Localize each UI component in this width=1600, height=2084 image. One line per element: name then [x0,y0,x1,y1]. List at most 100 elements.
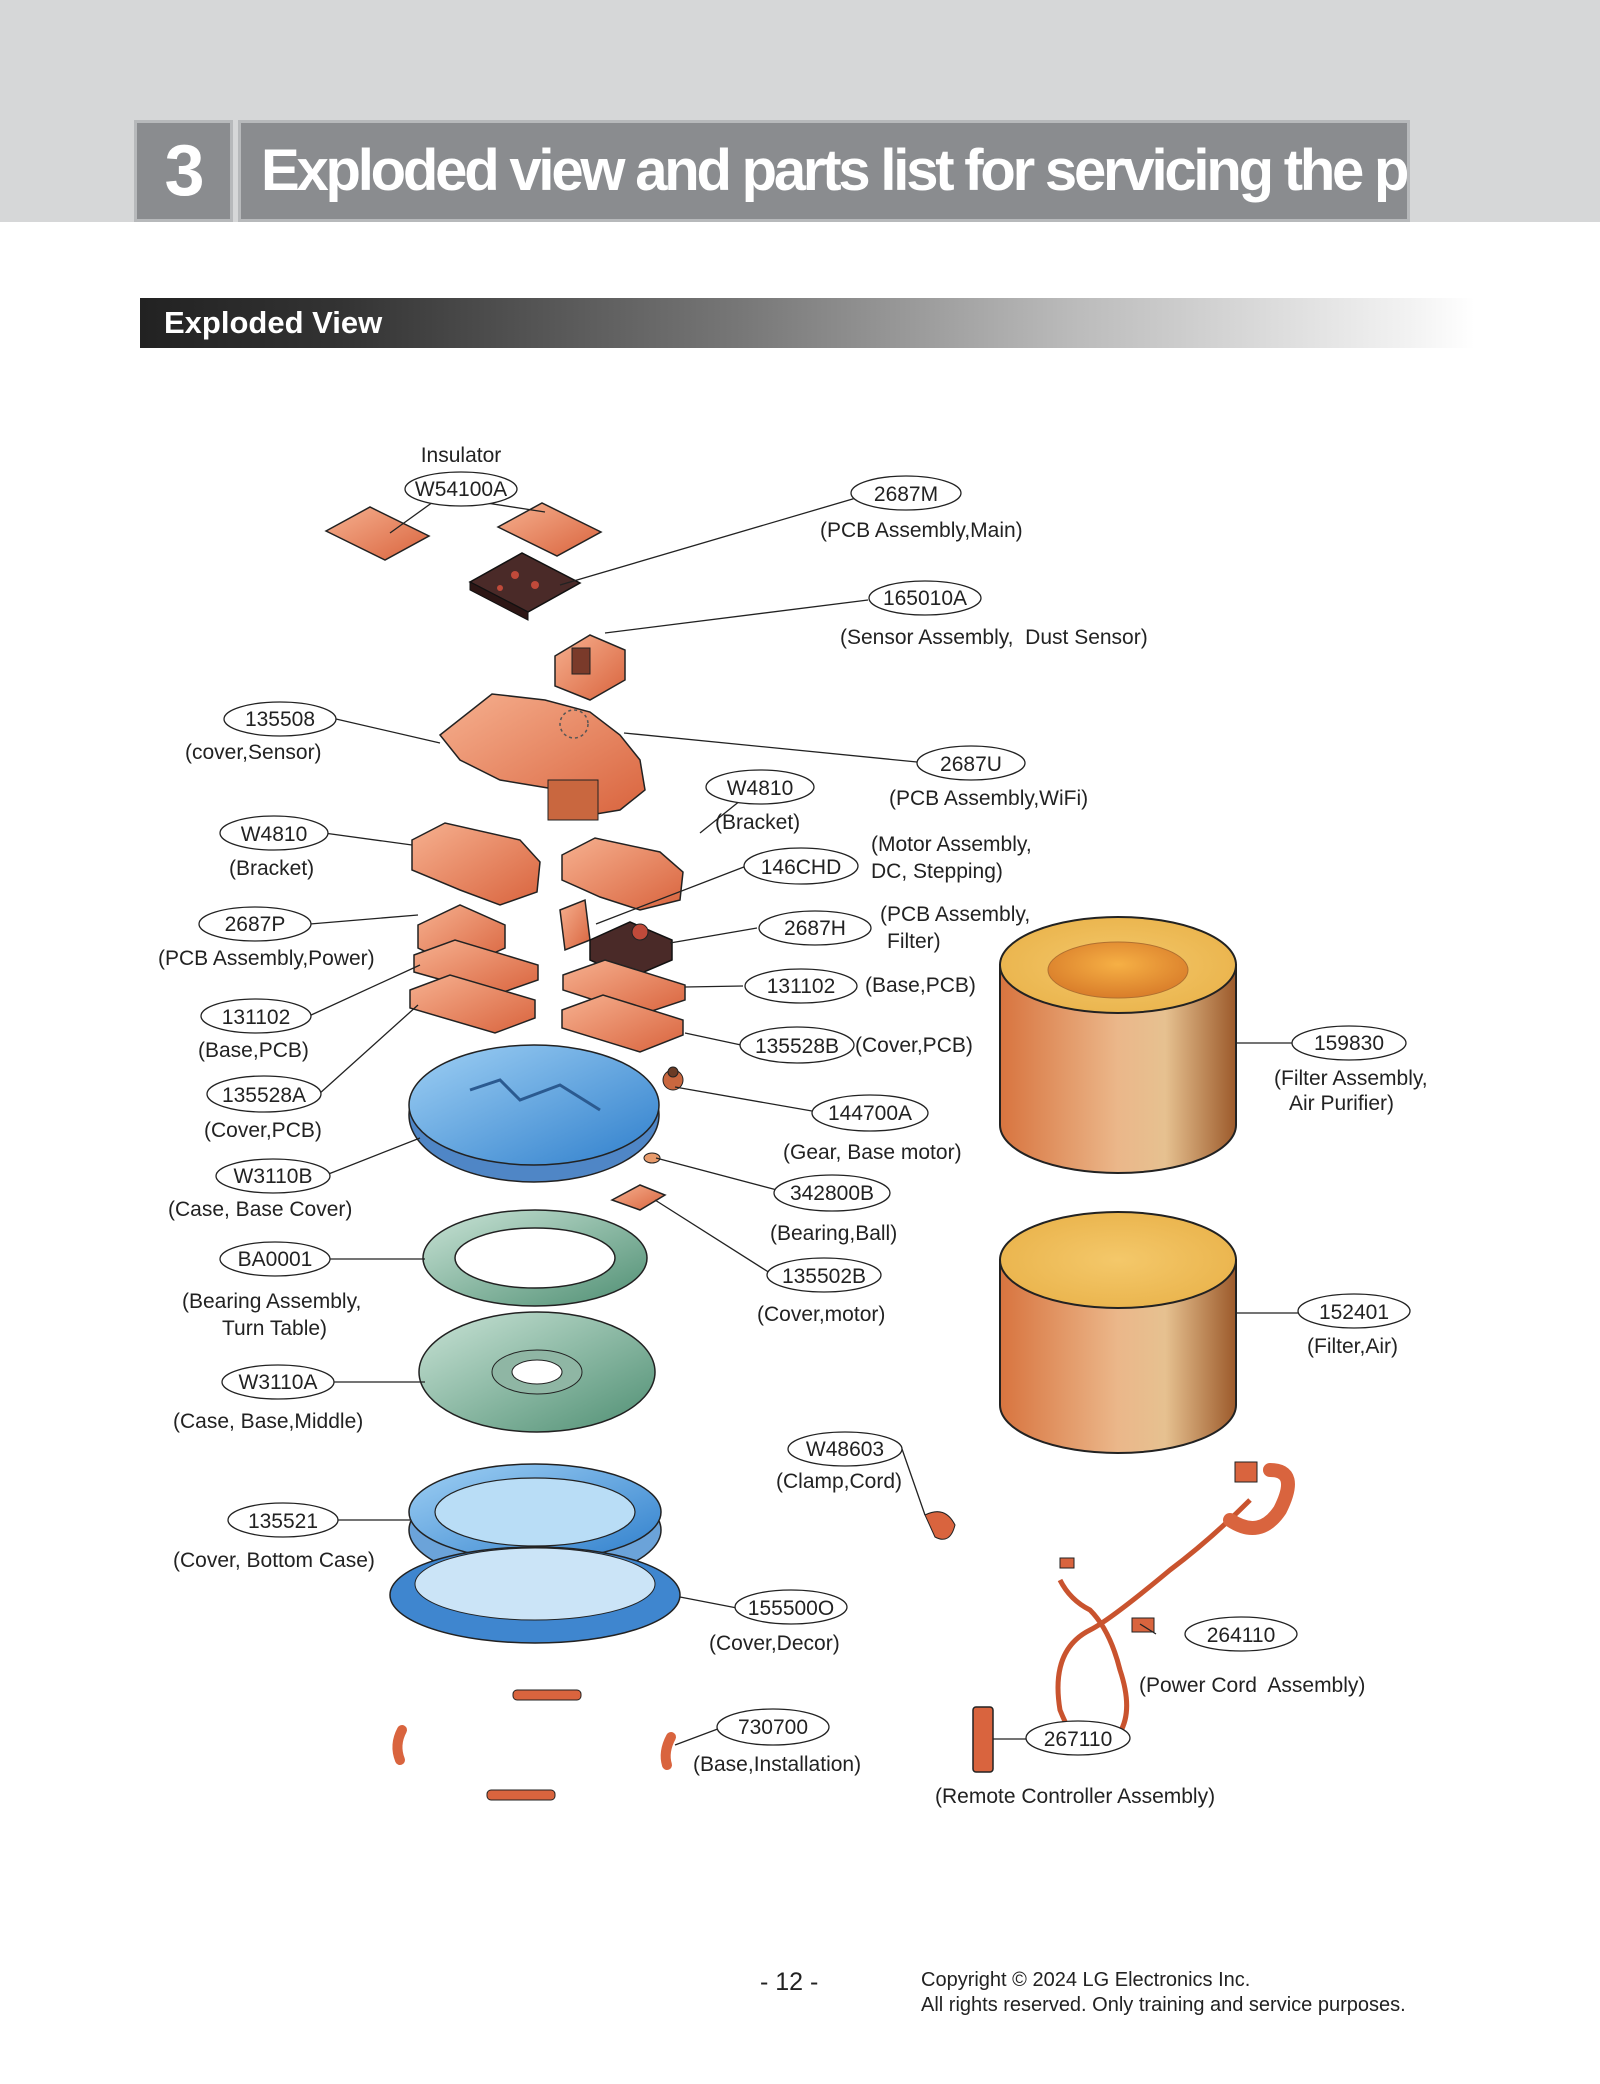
callout-152401: 152401 (Filter,Air) [1297,1293,1411,1358]
callout-caption: (Base,Installation) [693,1753,861,1776]
dust-sensor [554,634,626,701]
callout-part-no: W48603 [806,1438,884,1461]
copyright-line-2: All rights reserved. Only training and s… [921,1994,1406,2016]
callout-135508: 135508 (cover,Sensor) [185,701,337,764]
section-title: Exploded View [140,298,1475,348]
callout-caption: (PCB Assembly,WiFi) [889,787,1088,810]
bracket-left [411,822,541,906]
page-number: - 12 - [760,1968,819,1996]
callout-144700a: 144700A (Gear, Base motor) [783,1094,962,1164]
callout-part-no: 135502B [782,1265,866,1288]
callout-part-no: 165010A [883,587,967,610]
callout-caption: (Bearing Assembly, [182,1290,361,1313]
callout-w48603: W48603 (Clamp,Cord) [776,1431,903,1493]
callout-part-no: 135521 [248,1510,318,1533]
callout-131102-left: 131102 (Base,PCB) [198,998,312,1062]
callout-caption: (PCB Assembly, [880,903,1030,926]
callout-w3110b: W3110B (Case, Base Cover) [168,1158,352,1221]
callout-730700: 730700 (Base,Installation) [693,1708,861,1776]
filter-air [999,1211,1237,1454]
callout-131102-right: 131102 (Base,PCB) [744,968,976,1004]
callout-caption-2: DC, Stepping) [871,860,1003,883]
callout-w3110a: W3110A (Case, Base,Middle) [173,1364,363,1433]
motor-cover [610,1184,667,1211]
callout-264110: 264110 (Power Cord Assembly) [1139,1616,1365,1697]
callout-part-no: 146CHD [761,856,842,879]
callout-caption: (Cover,Decor) [709,1632,840,1655]
callout-2687u: 2687U (PCB Assembly,WiFi) [889,745,1088,810]
callout-2687m: 2687M (PCB Assembly,Main) [820,475,1023,542]
callout-caption: (cover,Sensor) [185,741,322,764]
callout-caption: (Case, Base,Middle) [173,1410,363,1433]
callout-part-no: W4810 [727,777,794,800]
callout-caption: (Bracket) [229,857,314,880]
pcb-main [468,552,582,621]
callout-part-no: 159830 [1314,1032,1384,1055]
decor-cover [389,1546,681,1644]
copyright-line-1: Copyright © 2024 LG Electronics Inc. [921,1969,1251,1991]
callout-267110: 267110 (Remote Controller Assembly) [935,1720,1215,1808]
callout-ba0001: BA0001 (Bearing Assembly, Turn Table) [182,1241,361,1340]
callout-w4810-right: W4810 (Bracket) [705,769,815,834]
insulator-pads [324,502,603,561]
pcb-cover-right [561,994,684,1053]
callout-w4810-left: W4810 (Bracket) [219,815,329,880]
callout-caption: (Clamp,Cord) [776,1470,902,1493]
callout-part-no: W4810 [241,823,308,846]
callout-part-no: 2687U [940,753,1002,776]
callout-caption: (Case, Base Cover) [168,1198,352,1221]
callout-159830: 159830 (Filter Assembly, Air Purifier) [1274,1025,1428,1115]
callout-caption: (PCB Assembly,Power) [158,947,375,970]
bearing-turntable [422,1209,648,1307]
callout-part-no: W54100A [415,478,507,501]
callout-caption: (Cover,PCB) [204,1119,322,1142]
callout-2687p: 2687P (PCB Assembly,Power) [158,906,375,970]
callout-caption: (Power Cord Assembly) [1139,1674,1365,1697]
callout-part-no: 2687H [784,917,846,940]
callout-part-no: 144700A [828,1102,912,1125]
callout-caption: (Base,PCB) [198,1039,309,1062]
callout-part-no: 135528B [755,1035,839,1058]
callout-part-no: 342800B [790,1182,874,1205]
callout-part-no: W3110B [234,1165,313,1188]
remote-controller [972,1706,994,1773]
callout-165010a: 165010A (Sensor Assembly, Dust Sensor) [840,580,1148,649]
pcb-base-right [562,959,686,1016]
chapter-title: Exploded view and parts list for servici… [238,120,1410,222]
callout-part-no: 155500O [748,1597,834,1620]
filter-assembly-air-purifier [999,916,1237,1174]
callout-caption: (Base,PCB) [865,974,976,997]
callout-part-no: 135508 [245,708,315,731]
callout-135528a: 135528A (Cover,PCB) [204,1075,322,1142]
callout-part-no: W3110A [239,1371,318,1394]
callout-135528b: 135528B (Cover,PCB) [739,1026,973,1064]
power-cord [1055,1461,1295,1754]
callout-135502b: 135502B (Cover,motor) [757,1257,885,1326]
callout-part-no: 2687M [874,483,938,506]
copyright: Copyright © 2024 LG Electronics Inc. All… [921,1968,1406,2018]
callout-2687h: 2687H (PCB Assembly, Filter) [758,903,1030,953]
callout-caption: (Motor Assembly, [871,833,1032,856]
callout-caption-2: Turn Table) [222,1317,327,1340]
callout-part-no: 264110 [1207,1624,1276,1647]
chapter-number: 3 [134,120,233,222]
sensor-cover [438,693,646,821]
callout-caption: (PCB Assembly,Main) [820,519,1023,542]
pcb-base-left [413,939,539,996]
callout-caption-2: Air Purifier) [1289,1092,1394,1115]
callout-part-no: 131102 [222,1006,291,1029]
callout-part-no: 131102 [767,975,836,998]
callout-caption: (Bracket) [715,811,800,834]
callout-135521: 135521 (Cover, Bottom Case) [173,1502,375,1572]
callout-342800b: 342800B (Bearing,Ball) [770,1174,897,1245]
callout-part-no: 730700 [738,1716,808,1739]
callout-caption: (Sensor Assembly, Dust Sensor) [840,626,1148,649]
motor-stepping [559,898,591,952]
callout-part-no: 2687P [225,913,286,936]
bracket-right [561,837,684,911]
callout-caption: (Filter Assembly, [1274,1067,1428,1090]
callout-caption-above: Insulator [421,444,502,467]
callout-part-no: BA0001 [238,1248,313,1271]
callout-part-no: 267110 [1044,1728,1113,1751]
